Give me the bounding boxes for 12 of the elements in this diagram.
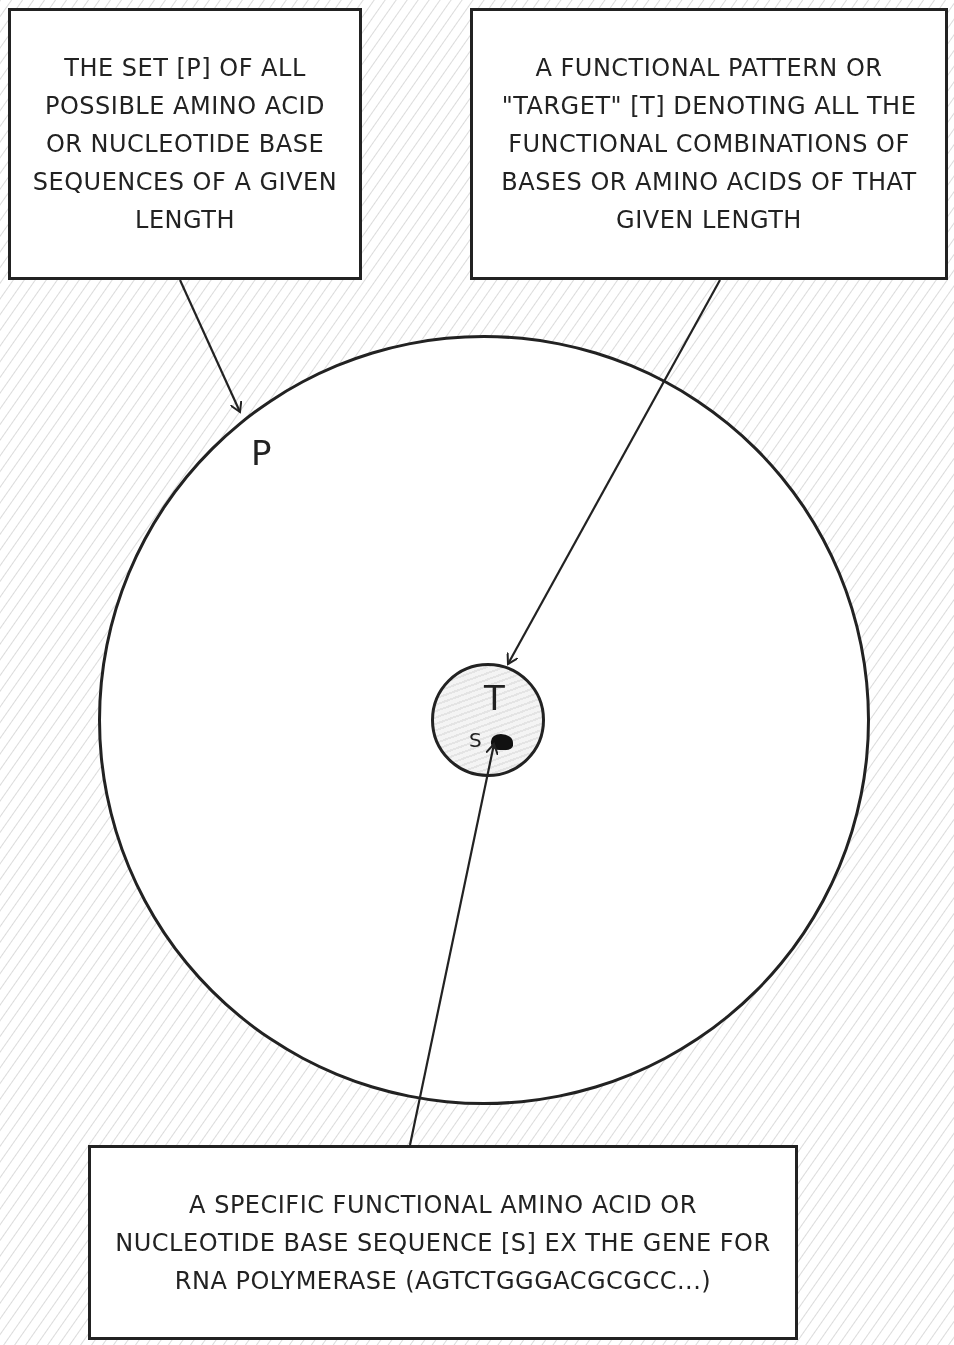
set-letter: T xyxy=(484,678,505,718)
callout-text: A FUNCTIONAL PATTERN OR "TARGET" [T] DENOTING ALL THE FUNCTIONAL COMBINATIONS OF BASES OR AMINO ACIDS OF THAT GIVEN LENGTH xyxy=(500,53,918,236)
set-letter: P xyxy=(251,433,272,473)
set-letter: S xyxy=(469,728,482,752)
callout-box xyxy=(88,1145,798,1340)
callout-box xyxy=(8,8,362,280)
callout-text: A SPECIFIC FUNCTIONAL AMINO ACID OR NUCLEOTIDE BASE SEQUENCE [S] EX THE GENE FOR RNA POLYMERASE (AGTCTGGGACGCGCC...) xyxy=(114,1189,772,1297)
leader-arrow xyxy=(408,743,499,1146)
leader-arrow xyxy=(506,279,721,665)
callout-text: THE SET [P] OF ALL POSSIBLE AMINO ACID OR NUCLEOTIDE BASE SEQUENCES OF A GIVEN LENGTH xyxy=(31,53,339,236)
leader-arrow xyxy=(179,279,243,413)
callout-box xyxy=(470,8,948,280)
